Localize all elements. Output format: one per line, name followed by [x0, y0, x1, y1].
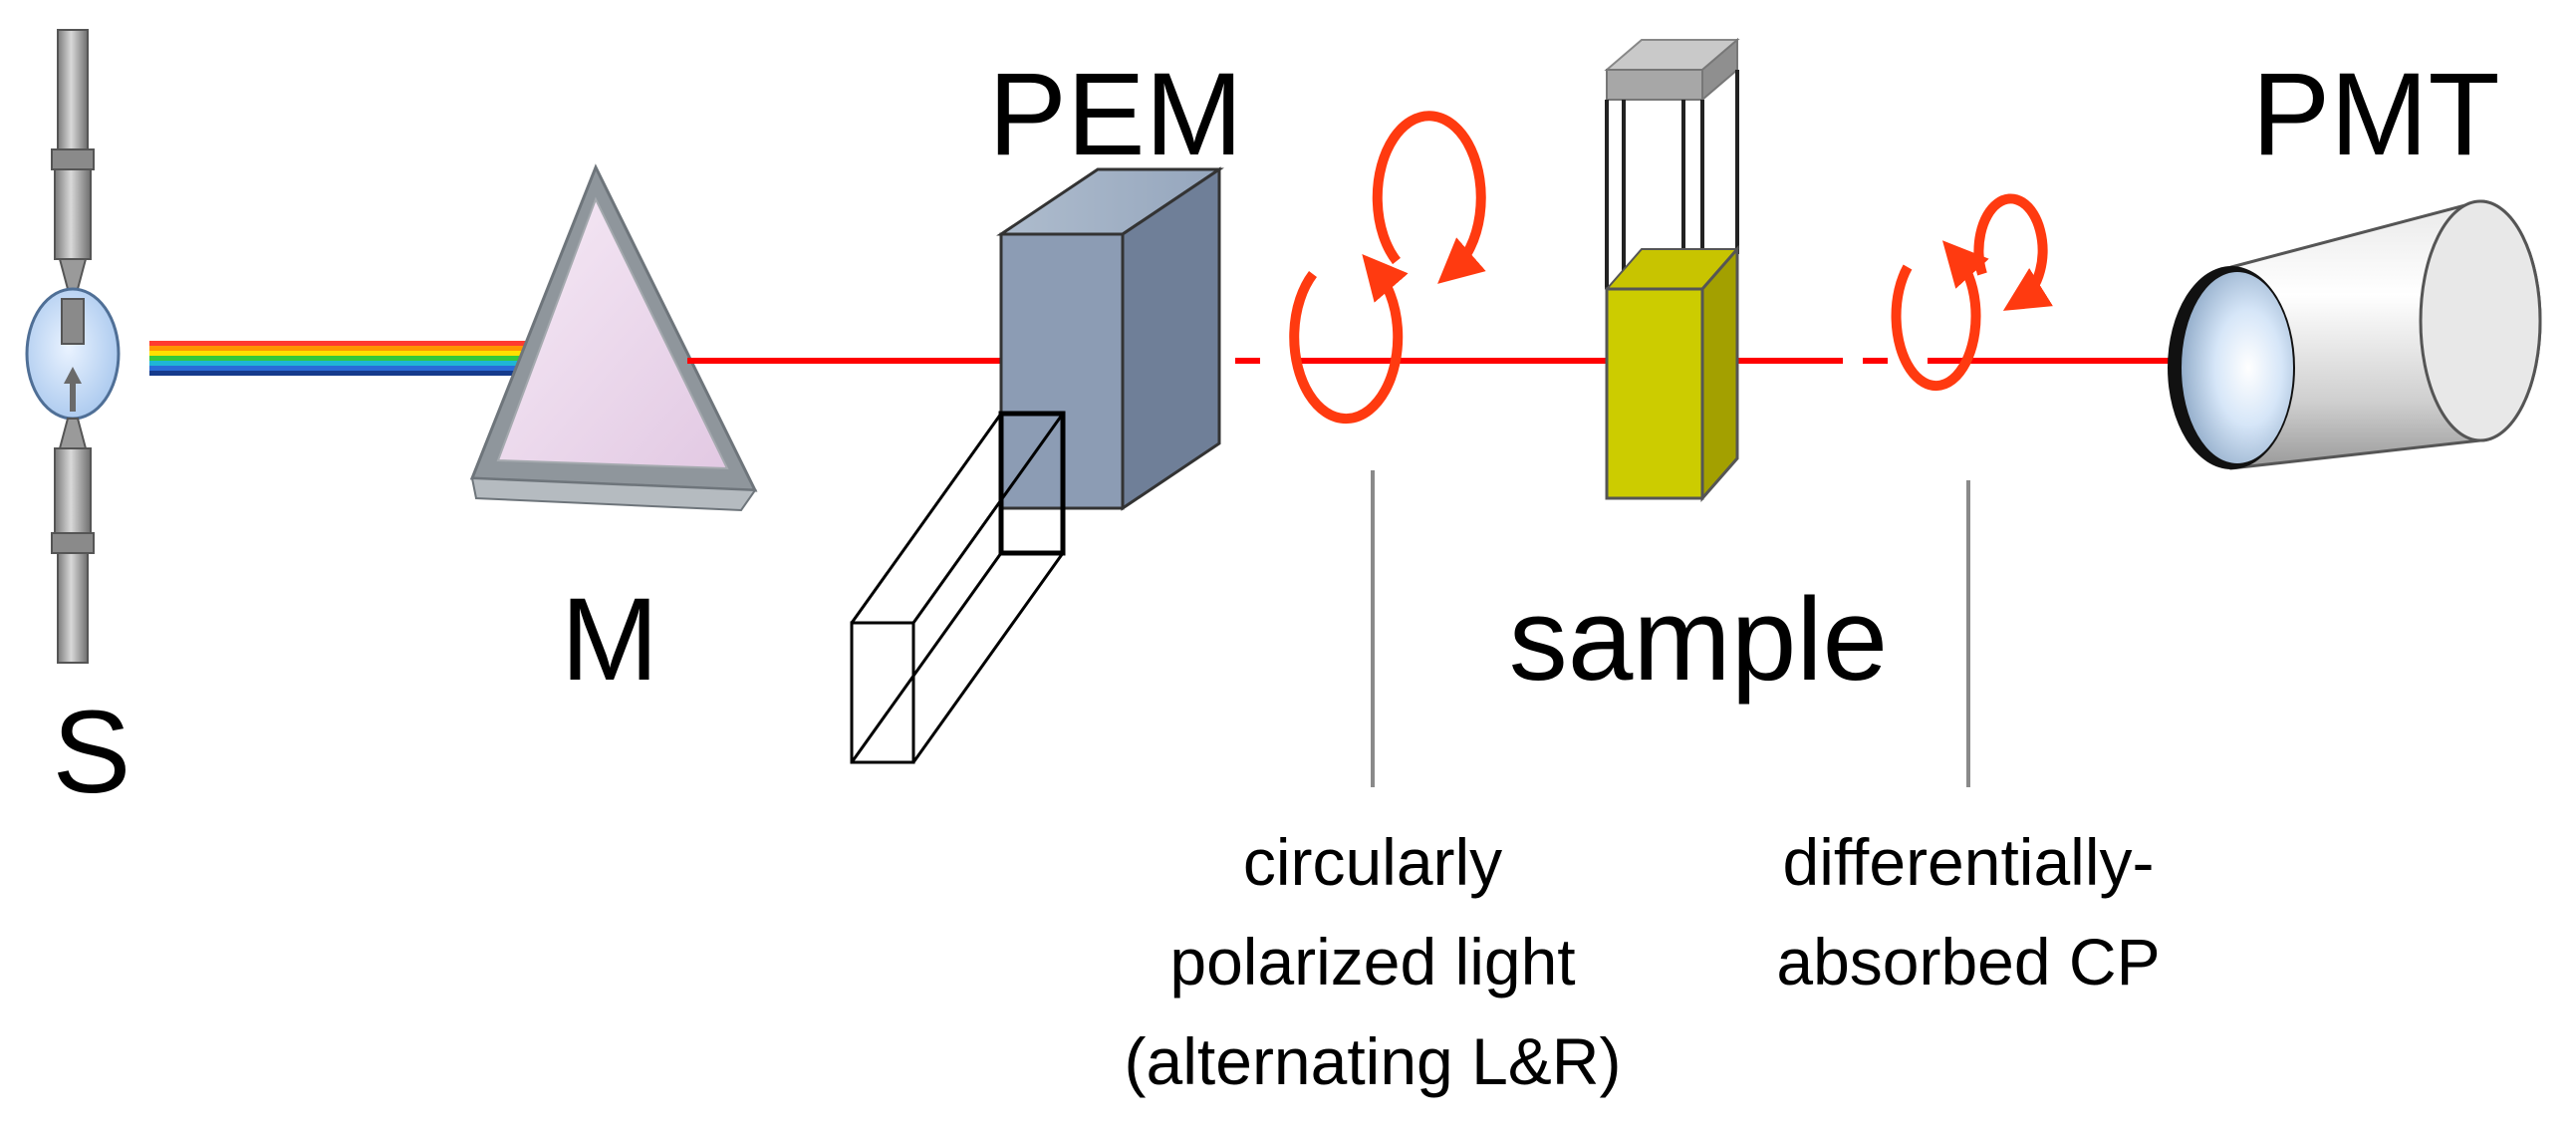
pem-label: PEM	[988, 49, 1243, 180]
cp-light-caption-line-1: circularly	[1243, 825, 1502, 899]
callout-lines	[1371, 470, 1970, 787]
dacp-caption-line-2: absorbed CP	[1776, 925, 2160, 998]
white-light-beam	[149, 341, 528, 376]
prism-icon	[469, 163, 758, 512]
photoelastic-modulator-icon	[850, 166, 1224, 764]
pmt-label: PMT	[2251, 49, 2499, 180]
circular-polarization-symbol	[1289, 111, 1486, 425]
xenon-lamp-icon	[25, 29, 121, 664]
source-label: S	[53, 687, 131, 818]
monochromator-label: M	[561, 574, 658, 706]
sample-label: sample	[1509, 574, 1888, 706]
cp-light-caption-line-3: (alternating L&R)	[1125, 1024, 1622, 1098]
photomultiplier-tube-icon	[2168, 199, 2542, 470]
cp-light-caption-line-2: polarized light	[1169, 925, 1575, 998]
absorbed-polarization-symbol	[1891, 193, 2054, 392]
dacp-caption-line-1: differentially-	[1783, 825, 2155, 899]
cuvette-icon	[1604, 37, 1740, 502]
